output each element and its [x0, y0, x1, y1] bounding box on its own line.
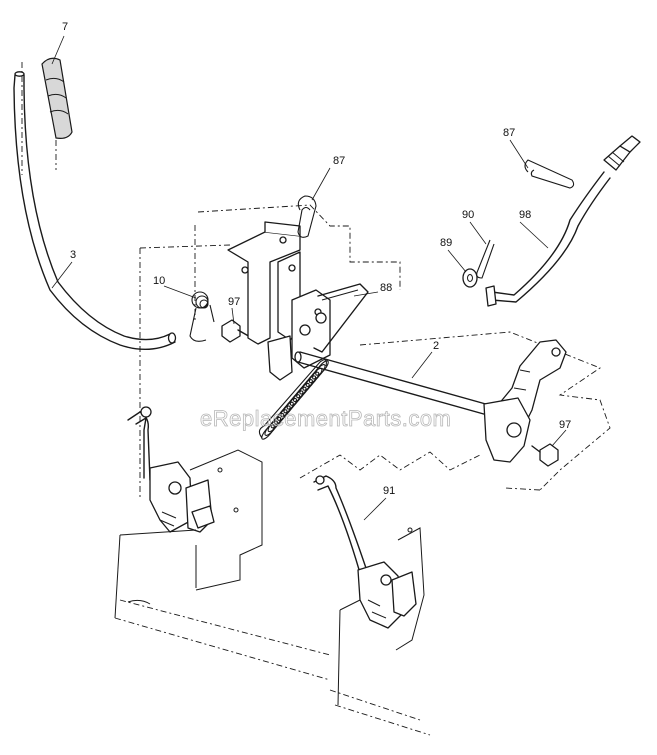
callout-leaders — [51, 35, 567, 521]
callout-98: 98 — [519, 209, 531, 221]
connecting-rod-part-98 — [485, 135, 641, 307]
spring-coil — [296, 382, 310, 399]
left-deck-hanger-link — [127, 406, 161, 497]
washer-part-89 — [462, 268, 478, 288]
handle-grip-part-7 — [41, 57, 73, 139]
callout-97-right: 97 — [559, 419, 571, 431]
callout-91: 91 — [383, 485, 395, 497]
callout-97-left: 97 — [228, 296, 240, 308]
phantom-frame-lines — [21, 62, 611, 736]
callout-88: 88 — [380, 282, 392, 294]
hairpin-clip-part-87-center — [297, 195, 317, 238]
callout-90: 90 — [462, 209, 474, 221]
callout-10: 10 — [153, 275, 165, 287]
hairpin-clip-part-87-right — [524, 159, 575, 189]
right-deck-hanger-part-91 — [313, 475, 381, 593]
callout-89: 89 — [440, 237, 452, 249]
callout-2: 2 — [433, 340, 439, 352]
left-deck-plate — [114, 449, 263, 619]
lift-handle-rod-part-3 — [13, 71, 177, 350]
watermark-text: eReplacementParts.com — [200, 406, 451, 431]
spring-bracket-part-88 — [313, 283, 369, 353]
callout-7: 7 — [62, 21, 68, 33]
spring-coil — [308, 367, 323, 384]
spring-coil — [289, 390, 304, 406]
callout-labels: 7 3 10 97 87 88 2 87 90 98 89 97 91 — [62, 21, 571, 497]
callout-87-right: 87 — [503, 127, 515, 139]
torsion-spring-part-10 — [189, 291, 215, 342]
spring-coil — [305, 371, 320, 388]
callout-3: 3 — [70, 249, 76, 261]
spring-coil — [299, 379, 313, 395]
callout-87-center: 87 — [333, 155, 345, 167]
cotter-pin-part-90 — [476, 239, 495, 279]
lift-bracket-assembly — [227, 221, 331, 381]
cross-shaft-part-2 — [294, 351, 501, 419]
bolt-part-97-right — [531, 443, 559, 467]
right-lift-arm — [483, 339, 567, 463]
right-deck-bracket — [337, 527, 425, 706]
spring-coil — [292, 386, 307, 403]
spring-coil — [302, 375, 317, 391]
left-deck-bracket — [149, 461, 215, 533]
